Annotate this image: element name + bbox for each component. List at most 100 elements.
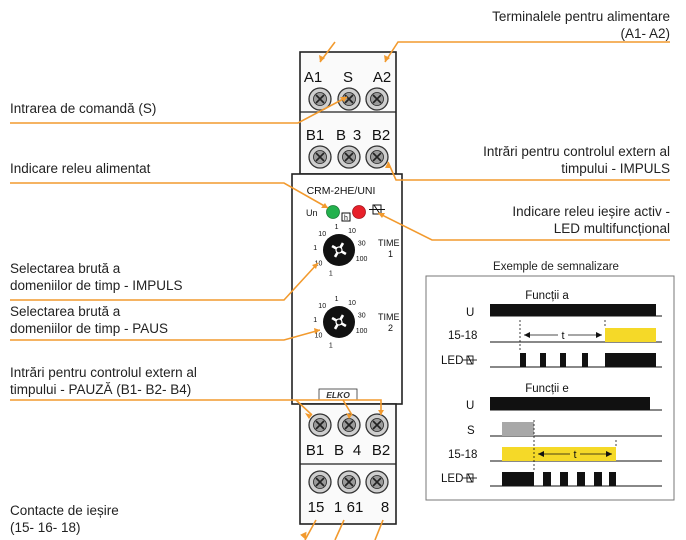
screw-slot-icon bbox=[315, 477, 325, 487]
terminal-61-label: 61 bbox=[347, 499, 364, 516]
screw-slot-icon bbox=[344, 94, 354, 104]
function-e-title: Funcții e bbox=[525, 383, 568, 395]
knob-scale-label: 10 bbox=[315, 333, 323, 340]
screw-slot-icon bbox=[372, 152, 382, 162]
callout-coarse-impuls: Selectarea brută a domeniilor de timp - … bbox=[10, 260, 183, 294]
function-e-row-15-18: 15-18 bbox=[448, 449, 477, 461]
signal-panel-title: Exemple de semnalizare bbox=[493, 261, 619, 273]
callout-output-contacts: Contacte de ieșire (15- 16- 18) bbox=[10, 502, 119, 536]
callout-power-terminals-line2: (A1- A2) bbox=[620, 26, 670, 41]
knob-scale-label: 100 bbox=[356, 328, 368, 335]
knob-scale-label: 10 bbox=[315, 261, 323, 268]
h-marker-icon bbox=[341, 212, 351, 222]
terminal-8-label: 8 bbox=[381, 499, 389, 516]
terminal-b1-bottom-label: B1 bbox=[306, 442, 324, 459]
callout-arrowheads bbox=[300, 55, 391, 540]
brand-text: ELKO bbox=[326, 390, 350, 400]
function-e-row-led: LED bbox=[441, 473, 463, 485]
callout-output-contacts-line2: (15- 16- 18) bbox=[10, 520, 81, 535]
callout-output-contacts-line1: Contacte de ieșire bbox=[10, 503, 119, 518]
callout-relay-powered: Indicare releu alimentat bbox=[10, 160, 150, 177]
screw-slot-icon bbox=[315, 420, 325, 430]
callout-coarse-paus: Selectarea brută a domeniilor de timp - … bbox=[10, 303, 168, 337]
knob-scale-label: 1 bbox=[329, 271, 333, 278]
time2-number: 2 bbox=[388, 323, 393, 333]
knob-scale-label: 30 bbox=[358, 312, 366, 319]
function-a-row-u: U bbox=[466, 307, 474, 319]
knob-scale-label: 10 bbox=[318, 303, 326, 310]
callout-power-terminals: Terminalele pentru alimentare (A1- A2) bbox=[492, 8, 670, 42]
callout-lines bbox=[10, 41, 670, 540]
relay-symbol-icon bbox=[369, 204, 385, 215]
model-label: CRM-2HE/UNI bbox=[307, 185, 376, 197]
function-e-row-s: S bbox=[467, 425, 475, 437]
callout-ext-time-impuls-line2: timpului - IMPULS bbox=[561, 161, 670, 176]
callout-control-input-line1: Intrarea de comandă (S) bbox=[10, 101, 157, 116]
callout-relay-output-active-line1: Indicare releu ieșire activ - bbox=[512, 204, 670, 219]
screw-slot-icon bbox=[344, 477, 354, 487]
terminal-4-label: 4 bbox=[353, 442, 361, 459]
callout-relay-output-active-line2: LED multifuncțional bbox=[553, 221, 670, 236]
knob-scale-label: 1 bbox=[335, 296, 339, 303]
knob-scale-label: 1 bbox=[313, 245, 317, 252]
relay-device: A1 S A2 B1 B 3 B2 B1 B 4 B2 15 1 61 8 CR… bbox=[291, 51, 403, 525]
terminal-a1-label: A1 bbox=[304, 69, 322, 86]
function-e-diagram: Funcții e U S 15-18 LED t bbox=[441, 383, 662, 487]
function-a-diagram: Funcții a U 15-18 LED t bbox=[441, 290, 662, 368]
terminal-b-bottom-label: B bbox=[334, 442, 344, 459]
terminal-a2-label: A2 bbox=[373, 69, 391, 86]
screw-slot-icon bbox=[372, 94, 382, 104]
terminal-screws bbox=[308, 87, 389, 494]
function-a-row-led: LED bbox=[441, 355, 463, 367]
screw-slot-icon bbox=[315, 152, 325, 162]
callout-coarse-impuls-line2: domeniilor de timp - IMPULS bbox=[10, 278, 183, 293]
callout-coarse-paus-line1: Selectarea brută a bbox=[10, 304, 121, 319]
time1-label: TIME bbox=[378, 238, 400, 248]
function-e-relay-icon bbox=[463, 473, 477, 483]
terminal-3-label: 3 bbox=[353, 127, 361, 144]
terminal-b2-label: B2 bbox=[372, 127, 390, 144]
un-label: Un bbox=[306, 208, 318, 218]
function-a-relay-icon bbox=[463, 355, 477, 365]
function-a-row-15-18: 15-18 bbox=[448, 330, 477, 342]
power-led bbox=[326, 205, 340, 219]
knob-scale-label: 10 bbox=[348, 300, 356, 307]
callout-coarse-paus-line2: domeniilor de timp - PAUS bbox=[10, 321, 169, 336]
terminal-b-label: B bbox=[336, 127, 346, 144]
terminal-1-label: 1 bbox=[334, 499, 342, 516]
terminal-15-label: 15 bbox=[308, 499, 325, 516]
knob-scale-label: 100 bbox=[356, 256, 368, 263]
screw-slot-icon bbox=[372, 420, 382, 430]
knob-scale-label: 1 bbox=[335, 224, 339, 231]
callout-coarse-impuls-line1: Selectarea brută a bbox=[10, 261, 121, 276]
callout-control-input: Intrarea de comandă (S) bbox=[10, 100, 156, 117]
screw-slot-icon bbox=[344, 420, 354, 430]
knob-scale-label: 10 bbox=[318, 231, 326, 238]
callout-power-terminals-line1: Terminalele pentru alimentare bbox=[492, 9, 670, 24]
terminal-b1-label: B1 bbox=[306, 127, 324, 144]
knob-scale-label: 30 bbox=[358, 240, 366, 247]
callout-relay-output-active: Indicare releu ieșire activ - LED multif… bbox=[512, 203, 670, 237]
callout-ext-time-pauza-line2: timpului - PAUZĂ (B1- B2- B4) bbox=[10, 382, 192, 397]
screw-slot-icon bbox=[344, 152, 354, 162]
svg-text:h: h bbox=[344, 215, 348, 222]
output-led bbox=[352, 205, 366, 219]
knob-scale-label: 1 bbox=[313, 317, 317, 324]
callout-ext-time-pauza-line1: Intrări pentru controlul extern al bbox=[10, 365, 197, 380]
terminal-s-label: S bbox=[343, 69, 353, 86]
function-a-title: Funcții a bbox=[525, 290, 569, 302]
screw-slot-icon bbox=[315, 94, 325, 104]
callout-ext-time-impuls-line1: Intrări pentru controlul extern al bbox=[483, 144, 670, 159]
callout-ext-time-pauza: Intrări pentru controlul extern al timpu… bbox=[10, 364, 197, 398]
function-e-t-label: t bbox=[573, 449, 576, 461]
callout-relay-powered-line1: Indicare releu alimentat bbox=[10, 161, 151, 176]
callout-ext-time-impuls: Intrări pentru controlul extern al timpu… bbox=[483, 143, 670, 177]
knob-scale-label: 1 bbox=[329, 343, 333, 350]
device-front bbox=[291, 173, 403, 405]
knob-scale-label: 10 bbox=[348, 228, 356, 235]
function-e-row-u: U bbox=[466, 400, 474, 412]
time2-label: TIME bbox=[378, 312, 400, 322]
